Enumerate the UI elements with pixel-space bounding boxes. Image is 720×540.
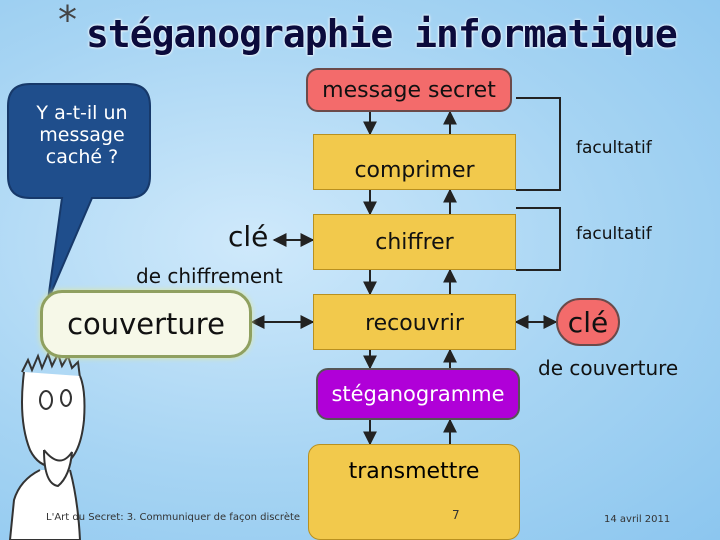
node-cover-op: recouvrir [313, 294, 516, 350]
node-cipher: chiffrer [313, 214, 516, 270]
flow-arrows [250, 97, 561, 446]
cover-node: couverture [40, 290, 252, 358]
node-stegogram: stéganogramme [316, 368, 520, 420]
speech-bubble [7, 83, 151, 301]
speech-bubble-text: Y a-t-il un message caché ? [36, 102, 128, 168]
cipher-key-label: clé [228, 220, 269, 253]
node-secret-message: message secret [306, 68, 512, 112]
node-compress: comprimer [313, 134, 516, 190]
optional-label-cipher: facultatif [576, 224, 652, 244]
thinking-person-drawing [8, 351, 86, 540]
footer-date: 14 avril 2011 [604, 514, 671, 525]
node-transmit: transmettre [308, 444, 520, 540]
title-bullet-star: * [58, 0, 77, 42]
cover-key-label: clé [556, 298, 620, 346]
slide-title: stéganographie informatique [86, 12, 678, 56]
footer-page-number: 7 [452, 508, 460, 522]
cipher-key-sublabel: de chiffrement [136, 264, 283, 288]
footer-course-title: L'Art du Secret: 3. Communiquer de façon… [46, 512, 301, 523]
optional-label-compress: facultatif [576, 138, 652, 158]
cover-key-sublabel: de couverture [538, 356, 679, 380]
